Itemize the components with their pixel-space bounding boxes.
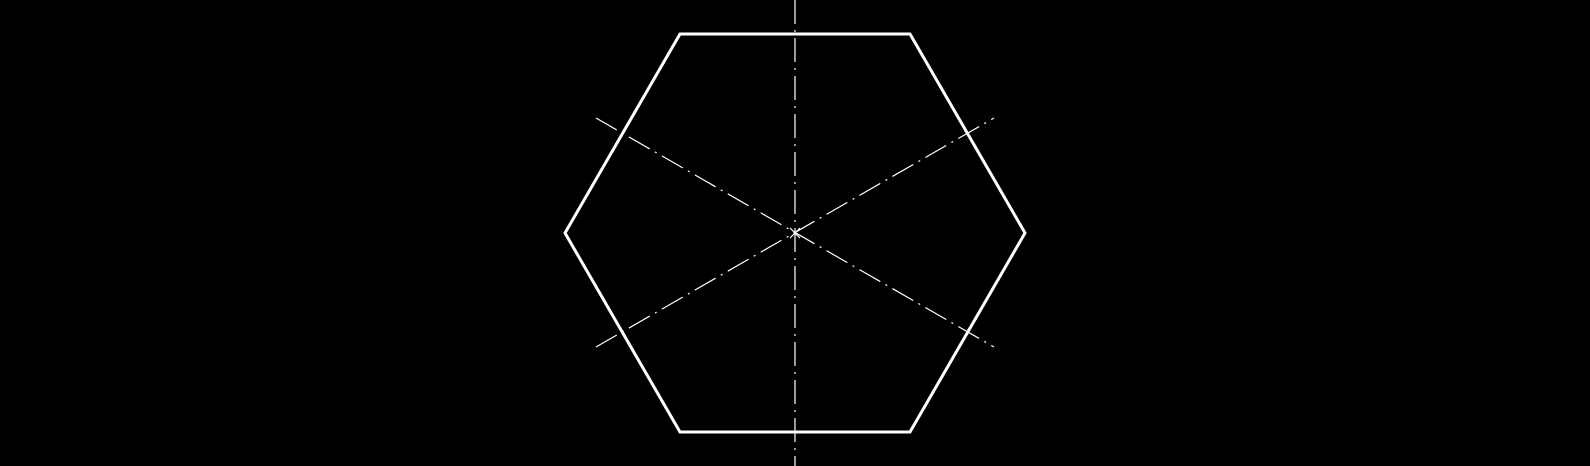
center-point-marker	[789, 227, 801, 239]
hexagon-outline	[563, 32, 1027, 434]
